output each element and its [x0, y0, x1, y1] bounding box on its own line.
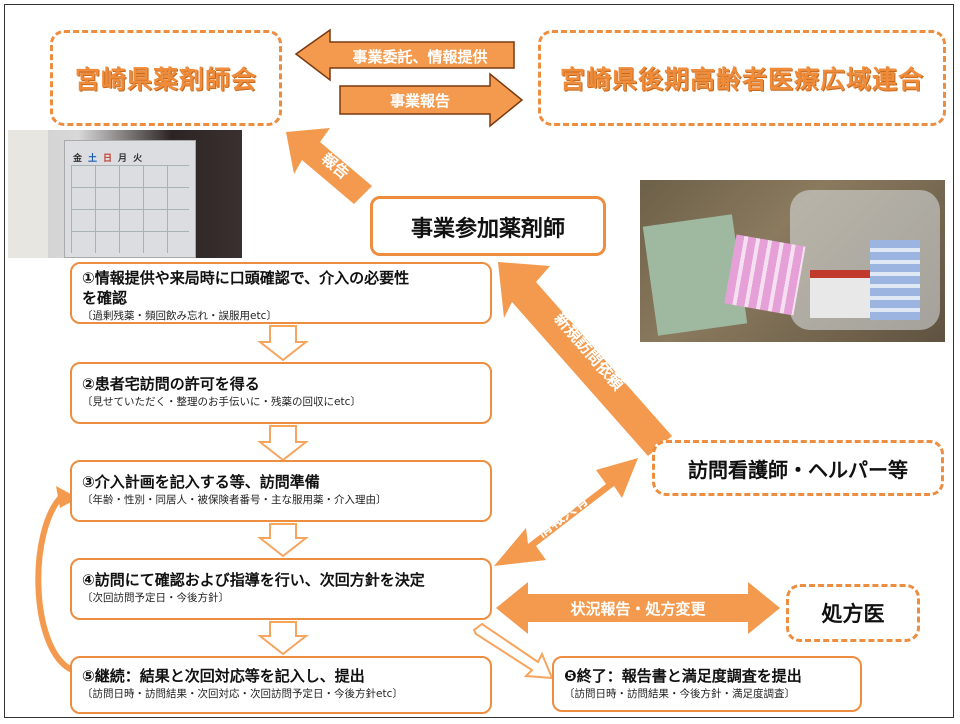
leftover-medicine-photo: [640, 180, 945, 342]
business-report-arrow-label: 事業報告: [390, 92, 450, 110]
medical-union-label: 宮崎県後期高齢者医療広域連合: [559, 65, 924, 94]
info-share-arrow: 情報共有: [494, 458, 638, 566]
step-1-detail: 〔過剰残薬・頻回飲み忘れ・誤服用etc〕: [82, 310, 277, 322]
pharmacist-association-label: 宮崎県薬剤師会: [74, 65, 257, 94]
calendar-grid: [71, 165, 189, 253]
pharmacist-association-box: 宮崎県薬剤師会: [50, 30, 282, 126]
step-5-detail: 〔訪問日時・訪問結果・次回対応・次回訪問予定日・今後方針etc〕: [82, 688, 403, 700]
step-2-title: ②患者宅訪問の許可を得る: [82, 375, 260, 393]
participating-pharmacist-box: 事業参加薬剤師: [370, 196, 606, 256]
medicine-calendar-photo: 金 土 日 月 火: [8, 130, 242, 258]
step-flow-arrows: [257, 325, 309, 656]
step-3-detail: 〔年齢・性別・同居人・被保険者番号・主な服用薬・介入理由〕: [82, 494, 387, 506]
step-4-box: ④訪問にて確認および指導を行い、次回方針を決定 〔次回訪問予定日・今後方針〕: [70, 558, 492, 620]
step-4-title: ④訪問にて確認および指導を行い、次回方針を決定: [82, 571, 425, 589]
report-arrow: 報告: [286, 128, 372, 204]
prescribing-doctor-box: 処方医: [786, 584, 920, 642]
end-step-title: ❺終了：報告書と満足度調査を提出: [564, 667, 802, 685]
step-2-box: ②患者宅訪問の許可を得る 〔見せていただく・整理のお手伝いに・残薬の回収にetc…: [70, 362, 492, 424]
calendar-day-sat: 土: [88, 154, 98, 164]
status-report-arrow: 状況報告・処方変更: [496, 582, 780, 634]
step-3-title: ③介入計画を記入する等、訪問準備: [82, 473, 320, 491]
info-share-label: 情報共有: [533, 491, 592, 541]
visiting-nurse-label: 訪問看護師・ヘルパー等: [688, 457, 908, 482]
down-arrow-3: [257, 523, 309, 558]
commission-arrow: 事業委託、情報提供: [294, 28, 515, 82]
calendar-day-tue: 火: [133, 154, 143, 164]
down-arrow-1: [257, 325, 309, 362]
calendar-day-mon: 月: [118, 154, 128, 164]
status-report-label: 状況報告・処方変更: [570, 600, 706, 618]
medicine-blister-pink: [724, 234, 806, 316]
step-3-box: ③介入計画を記入する等、訪問準備 〔年齢・性別・同居人・被保険者番号・主な服用薬…: [70, 460, 492, 522]
step-1-box: ①情報提供や来局時に口頭確認で、介入の必要性 を確認 〔過剰残薬・頻回飲み忘れ・…: [70, 262, 492, 324]
medicine-box-red: [810, 270, 870, 318]
calendar-day-sun: 日: [103, 154, 113, 164]
down-arrow-4: [257, 621, 309, 656]
commission-arrow-label: 事業委託、情報提供: [352, 48, 487, 66]
business-report-arrow: 事業報告: [339, 72, 524, 128]
end-step-detail: 〔訪問日時・訪問結果・今後方針・満足度調査〕: [564, 688, 795, 700]
end-step-box: ❺終了：報告書と満足度調査を提出 〔訪問日時・訪問結果・今後方針・満足度調査〕: [552, 656, 862, 712]
medicine-blister-blue: [870, 240, 920, 320]
loop-back-arrow: [35, 486, 78, 673]
step-1-title: ①情報提供や来局時に口頭確認で、介入の必要性: [82, 269, 410, 287]
prescribing-doctor-label: 処方医: [821, 602, 885, 626]
medical-union-box: 宮崎県後期高齢者医療広域連合: [538, 30, 946, 126]
calendar-pocket-sheet: 金 土 日 月 火: [64, 140, 196, 258]
calendar-day-row: 金 土 日 月 火: [65, 141, 195, 164]
step-5-title: ⑤継続：結果と次回対応等を記入し、提出: [82, 667, 365, 685]
down-arrow-2: [257, 425, 309, 462]
step-5-box: ⑤継続：結果と次回対応等を記入し、提出 〔訪問日時・訪問結果・次回対応・次回訪問…: [70, 656, 492, 714]
calendar-day-fri: 金: [73, 154, 83, 164]
visiting-nurse-box: 訪問看護師・ヘルパー等: [652, 440, 944, 496]
participating-pharmacist-label: 事業参加薬剤師: [410, 217, 565, 242]
step-2-detail: 〔見せていただく・整理のお手伝いに・残薬の回収にetc〕: [82, 396, 361, 408]
step-4-detail: 〔次回訪問予定日・今後方針〕: [82, 592, 229, 604]
wall-paper: [8, 130, 48, 258]
diagram-frame: [4, 4, 954, 718]
step-1-title-line2: を確認: [82, 289, 128, 307]
